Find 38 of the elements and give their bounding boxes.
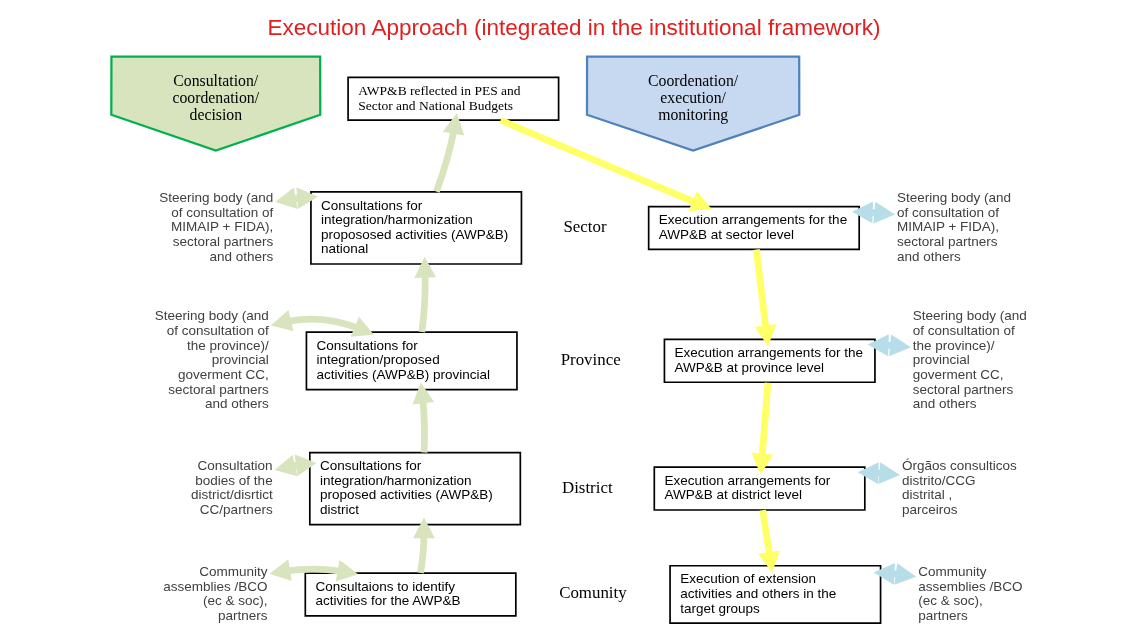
arrow <box>753 249 777 347</box>
arrow <box>269 559 359 582</box>
node-text: Órgãos consulticos distrito/CCG distrital , parceiros <box>901 458 1017 518</box>
arrow <box>412 382 435 453</box>
arrow <box>758 509 780 573</box>
arrow <box>413 517 435 574</box>
node-box: Execution of extension activities and others in the target groups <box>669 564 882 624</box>
node-box: AWP&B reflected in PES and Sector and National Budgets <box>347 76 560 121</box>
node-box: Execution arrangements for AWP&B at district level <box>653 466 866 511</box>
label: Comunity <box>559 583 627 603</box>
arrow <box>275 187 318 210</box>
node-text: Steering body (and of consultation of MIMAIP + FIDA), sectoral partners and others <box>159 190 274 264</box>
node-text: Community assemblies /BCO (ec & soc), partners <box>918 563 1023 623</box>
label: District <box>562 477 613 497</box>
node-text: Consultation bodies of the district/disrtict CC/partners <box>190 458 273 518</box>
label: Sector <box>563 216 607 236</box>
arrow <box>499 117 712 212</box>
node-box: Execution arrangements for the AWP&B at sector level <box>647 205 861 251</box>
arrow <box>851 201 896 224</box>
arrow <box>751 382 774 475</box>
node-text: Steering body (and of consultation of the province)/ provincial goverment CC, sectoral partners and others <box>912 308 1027 412</box>
arrow <box>274 454 317 477</box>
node-box: Consultations for integration/harmonization proposed activities (AWP&B) district <box>308 451 522 526</box>
arrow <box>270 310 374 337</box>
arrow <box>867 334 911 357</box>
diagram-title: Execution Approach (integrated in the institutional framework) <box>267 15 881 41</box>
node-box: Consultations for integration/proposed activities (AWP&B) provincial <box>305 331 518 391</box>
node-box: Execution arrangements for the AWP&B at province level <box>663 338 876 384</box>
node-text: Community assemblies /BCO (ec & soc), partners <box>163 563 268 623</box>
label: Province <box>560 349 621 369</box>
node-box: Consultations for integration/harmonization propososed activities (AWP&B) national <box>310 191 523 265</box>
node-text: Steering body (and of consultation of the province)/ provincial goverment CC, sectoral partners and others <box>154 308 269 412</box>
arrow <box>433 113 465 193</box>
arrow <box>873 562 917 585</box>
arrow <box>414 256 437 333</box>
arrow <box>857 462 900 484</box>
node-box: Consultaions to identify activities for the AWP&B <box>304 572 517 617</box>
node-text: Steering body (and of consultation of MIMAIP + FIDA), sectoral partners and others <box>896 190 1011 264</box>
